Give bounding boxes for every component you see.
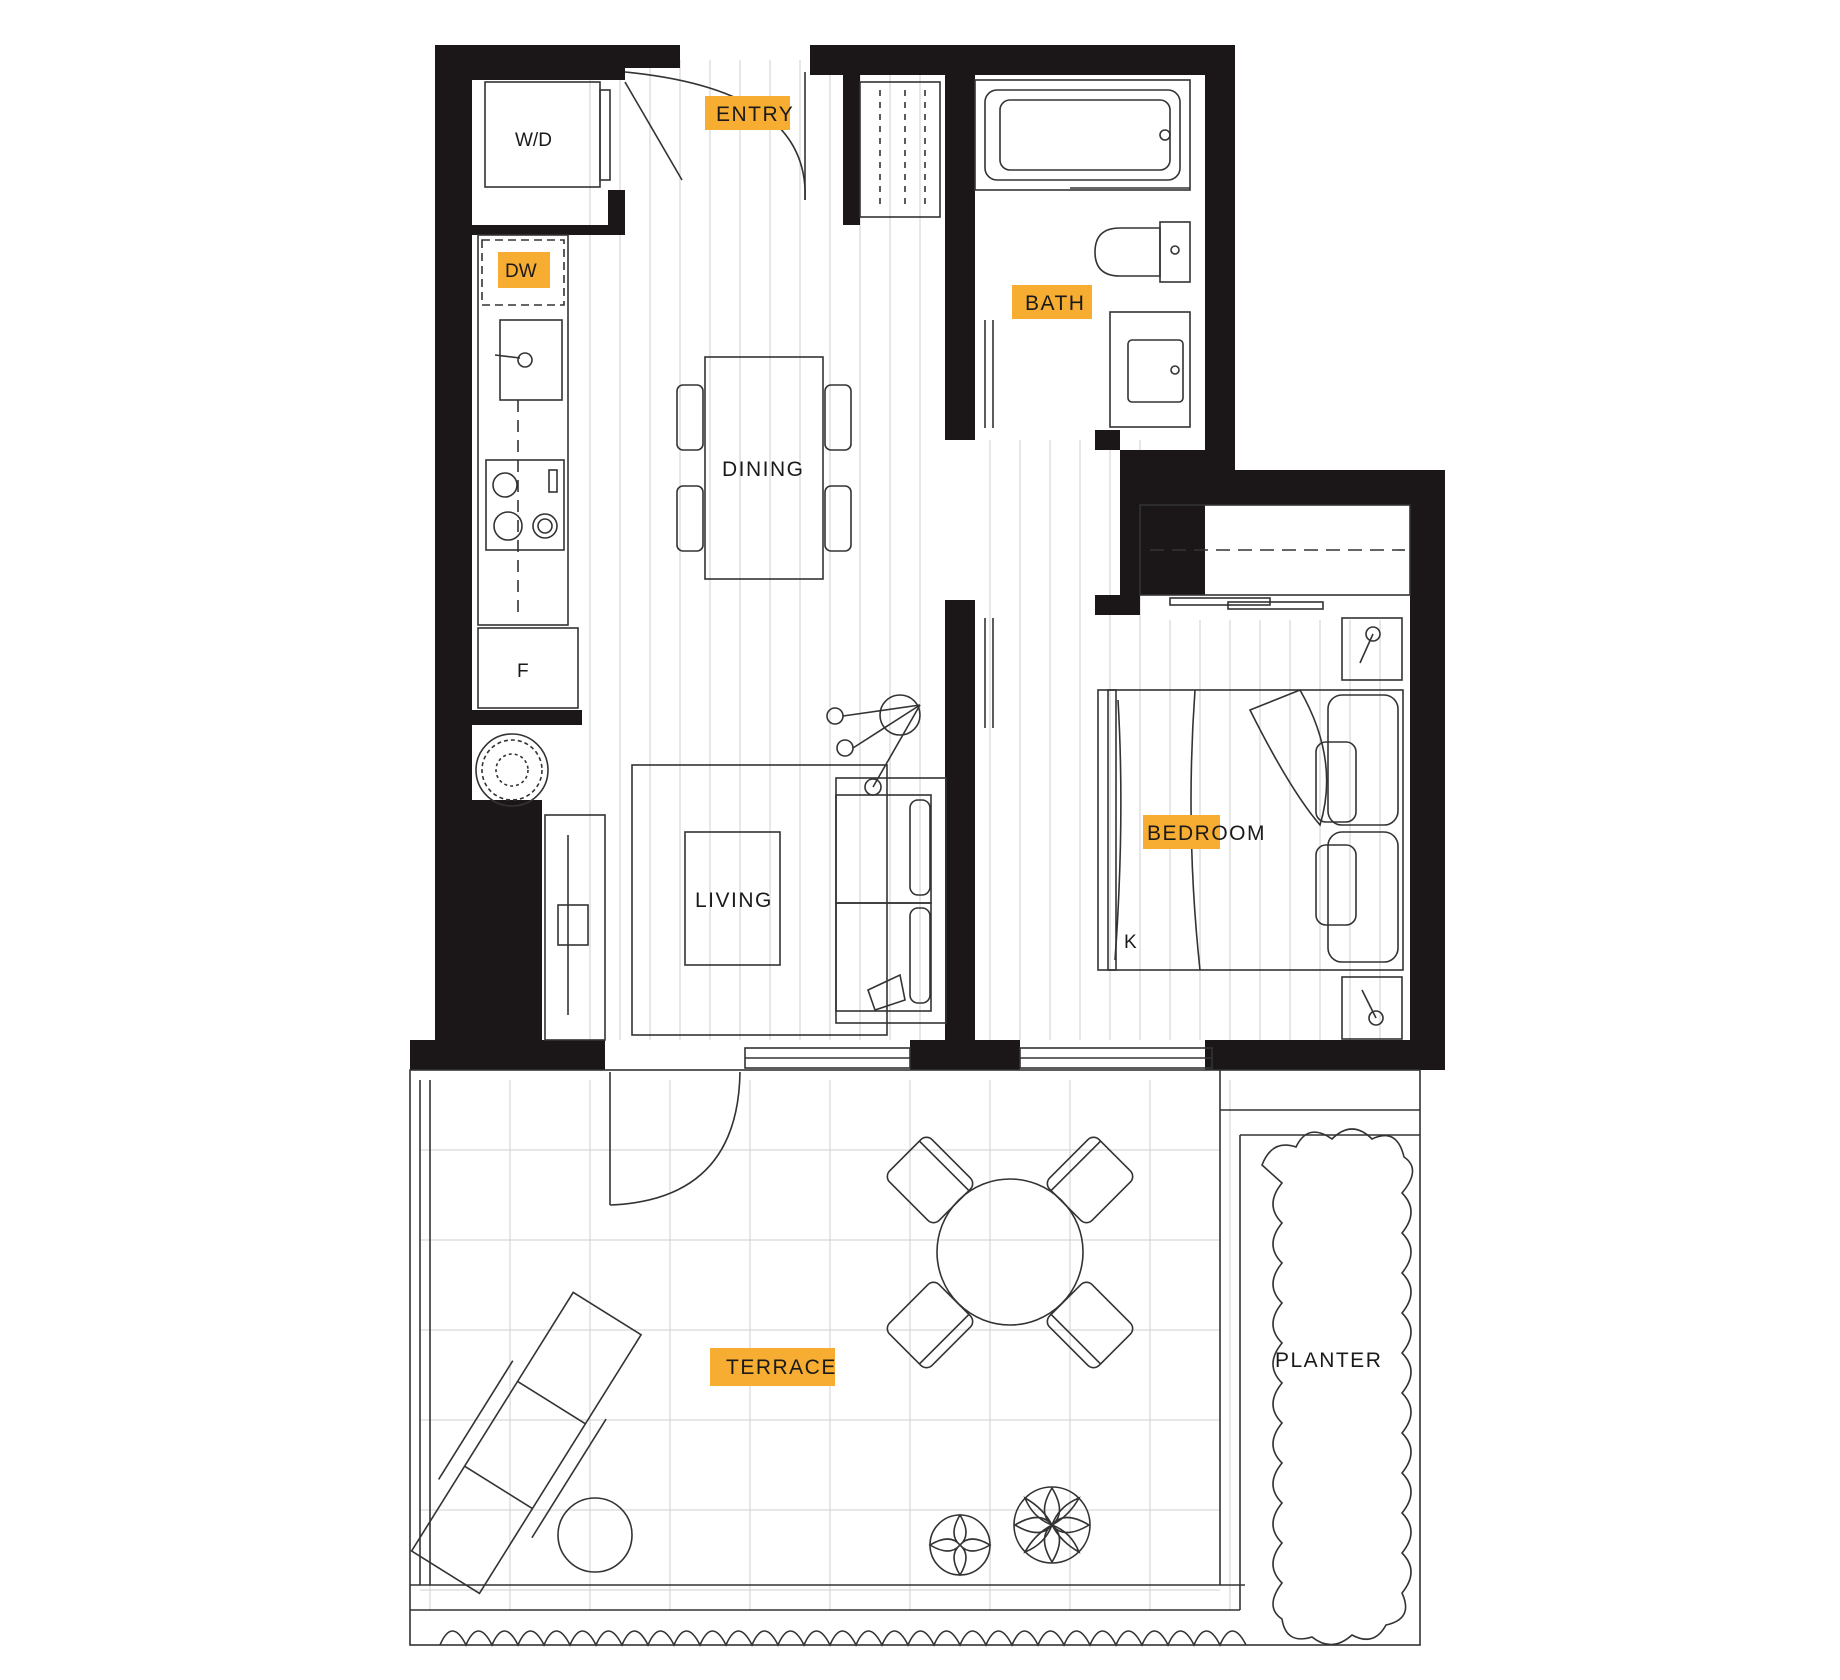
- washer-dryer: W/D: [484, 81, 611, 188]
- chaise-lounge: [410, 1291, 643, 1595]
- wall-bath-left: [945, 75, 975, 440]
- potted-plant: [475, 733, 549, 807]
- dw-label: DW: [505, 261, 537, 282]
- entry-door: ENTRY: [624, 71, 806, 201]
- wall-fridge-shelf: [472, 710, 582, 725]
- wall-bedroom-left: [945, 600, 975, 1070]
- dining-label: DINING: [722, 458, 805, 481]
- wall-entry-right: [810, 45, 860, 75]
- terrace-door: [609, 1071, 741, 1206]
- terrace-plants: [928, 1486, 1091, 1577]
- kitchen-counter: DW: [477, 234, 569, 626]
- wd-label: W/D: [515, 130, 552, 151]
- planter-label: PLANTER: [1275, 1349, 1382, 1372]
- wall-closet-left: [843, 75, 860, 225]
- wall-gap: [1120, 450, 1205, 595]
- terrace-tiles: [420, 1080, 1231, 1610]
- fridge-label: F: [517, 661, 529, 682]
- living-window: [744, 1047, 911, 1069]
- k-label: K: [1124, 932, 1137, 953]
- tv-unit: [544, 814, 606, 1041]
- bath-label: BATH: [1025, 292, 1085, 315]
- bathroom: BATH: [974, 79, 1191, 428]
- wall-laundry-shelf: [472, 225, 625, 235]
- wall-living-pier: [472, 800, 542, 1040]
- wall-bottom-right: [1205, 1040, 1445, 1070]
- wall-right-upper: [1205, 45, 1235, 470]
- wall-bath-stub: [1095, 430, 1120, 450]
- wall-top-right: [810, 45, 1235, 75]
- entry-label: ENTRY: [716, 103, 794, 126]
- living-label: LIVING: [695, 889, 773, 912]
- terrace-label-group: TERRACE: [710, 1348, 837, 1386]
- bedroom-window: [1019, 1047, 1213, 1069]
- bedroom: BEDROOM K: [1097, 617, 1404, 1040]
- planter: PLANTER: [1261, 1128, 1414, 1646]
- dining-set: DINING: [676, 356, 852, 580]
- fridge: F: [477, 627, 579, 709]
- bedroom-pocket-door: [984, 618, 994, 728]
- terrace-outline: [409, 1069, 1421, 1647]
- entry-closet: [859, 81, 941, 218]
- bedroom-label: BEDROOM: [1147, 822, 1266, 845]
- wall-right-lower: [1410, 470, 1445, 1070]
- wall-bedroom-top: [1205, 470, 1445, 505]
- floor-lamp: [826, 694, 921, 796]
- bedroom-closet: [1139, 504, 1411, 610]
- exterior-wall: [410, 45, 680, 1070]
- terrace-dining-set: [886, 1136, 1134, 1369]
- wall-laundry-jamb: [608, 190, 625, 235]
- living-set: LIVING: [631, 764, 947, 1036]
- walls: [410, 45, 1445, 1070]
- terrace-label: TERRACE: [726, 1356, 837, 1379]
- wall-closet-stub: [1095, 595, 1140, 615]
